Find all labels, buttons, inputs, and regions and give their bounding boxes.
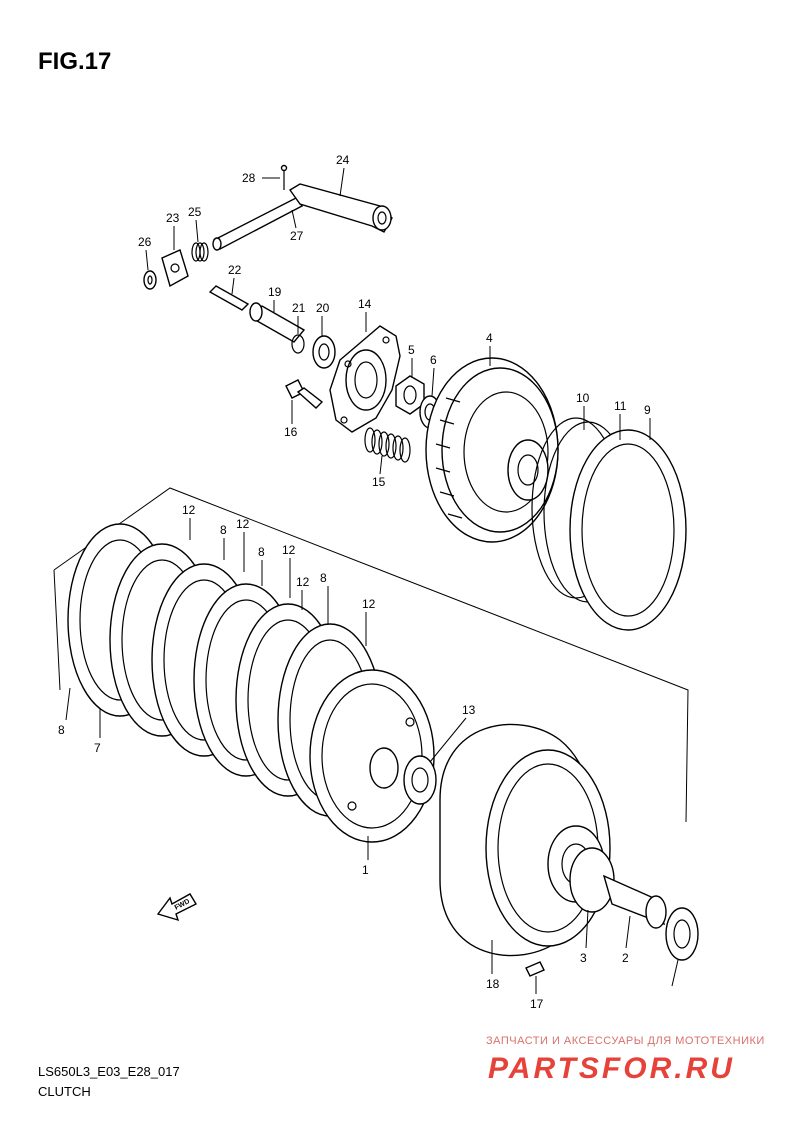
callout-24: 24 <box>336 153 350 167</box>
callout-10: 10 <box>576 391 590 405</box>
clutch-outer-housing <box>439 723 611 957</box>
callout-26: 26 <box>138 235 152 249</box>
callout-28: 28 <box>242 171 256 185</box>
end-washer <box>665 907 699 961</box>
callout-19: 19 <box>268 285 282 299</box>
callout-27: 27 <box>290 229 304 243</box>
diagram-code: LS650L3_E03_E28_017 <box>38 1064 180 1079</box>
callout-25: 25 <box>188 205 202 219</box>
callout-8-b: 8 <box>258 545 265 559</box>
forward-arrow-icon: FWD <box>156 893 197 922</box>
callout-12-c: 12 <box>282 543 296 557</box>
callout-labels: 28 24 23 25 26 27 22 19 21 20 14 5 6 4 1… <box>58 153 679 1011</box>
callout-20: 20 <box>316 301 330 315</box>
callout-15: 15 <box>372 475 386 489</box>
clutch-sleeve-hub <box>425 357 559 543</box>
callout-8-e: 7 <box>94 741 101 755</box>
pressure-disc <box>309 669 435 843</box>
callout-12-e: 8 <box>58 723 65 737</box>
watermark-tagline: ЗАПЧАСТИ И АКСЕССУАРЫ ДЛЯ МОТОТЕХНИКИ <box>486 1035 765 1047</box>
callout-12-d: 8 <box>320 571 327 585</box>
callout-18: 17 <box>530 997 544 1011</box>
release-lever-assembly <box>143 164 393 369</box>
diagram-caption: CLUTCH <box>38 1084 91 1099</box>
callout-22: 22 <box>228 263 242 277</box>
callout-6: 6 <box>430 353 437 367</box>
watermark-logo: PARTSFOR.RU <box>488 1052 735 1085</box>
callout-12-b: 12 <box>236 517 250 531</box>
pin <box>525 961 545 977</box>
callout-17: 3 <box>580 951 587 965</box>
callout-14: 14 <box>358 297 372 311</box>
callout-1: 18 <box>486 977 500 991</box>
springs-and-washers <box>531 417 687 631</box>
callout-16: 16 <box>284 425 298 439</box>
callout-3: 2 <box>622 951 629 965</box>
callout-11: 11 <box>614 399 627 413</box>
callout-5: 5 <box>408 343 415 357</box>
figure-title: FIG.17 <box>38 48 112 75</box>
callout-8-a: 8 <box>220 523 227 537</box>
callout-21: 21 <box>292 301 306 315</box>
callout-4: 4 <box>486 331 493 345</box>
callout-23: 23 <box>166 211 180 225</box>
callout-7: 13 <box>462 703 476 717</box>
callout-13: 1 <box>362 863 369 877</box>
thrust-washer <box>403 755 437 805</box>
callout-9: 9 <box>644 403 651 417</box>
callout-12-a: 12 <box>182 503 196 517</box>
callout-8-d: 12 <box>362 597 376 611</box>
callout-8-c: 12 <box>296 575 310 589</box>
pressure-plate-assembly <box>285 325 441 463</box>
